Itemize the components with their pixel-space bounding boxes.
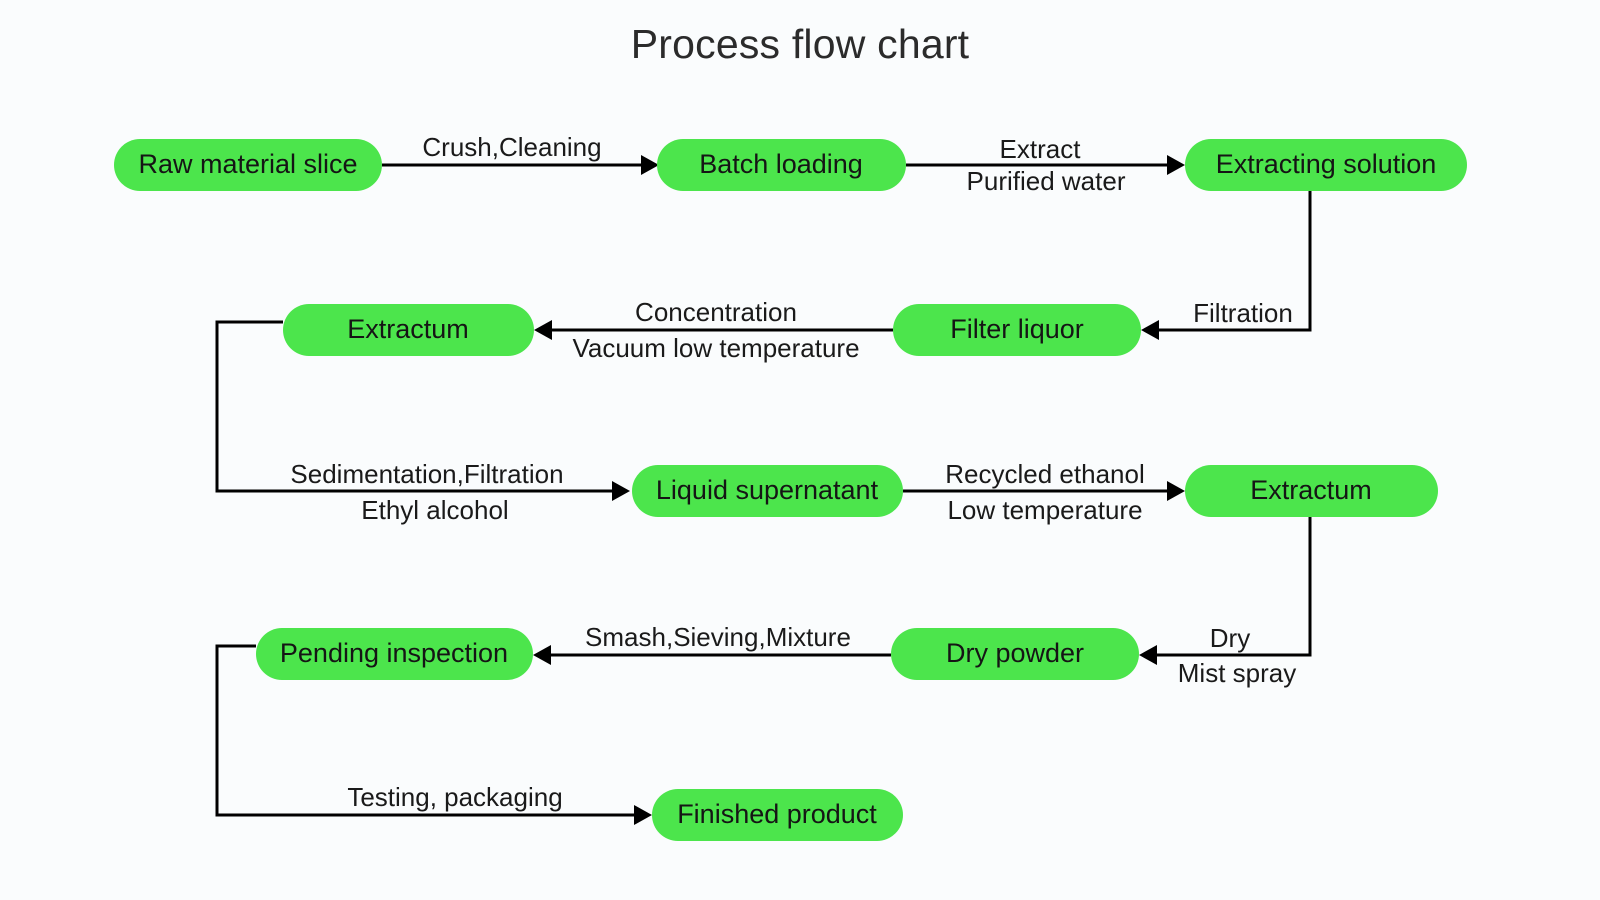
node-shape: [632, 465, 903, 517]
edge-line: [215, 644, 634, 817]
node-label: Liquid supernatant: [656, 475, 879, 505]
edge-line: [1157, 517, 1312, 657]
node-pending-inspection[interactable]: Pending inspection: [256, 628, 533, 680]
arrow-head-icon: [641, 155, 659, 175]
node-shape: [893, 304, 1141, 356]
arrow-head-icon: [612, 481, 630, 501]
arrow-head-icon: [534, 320, 552, 340]
page-title: Process flow chart: [630, 21, 970, 67]
edge-sedimentation-ethyl-alcohol: Sedimentation,Filtration Ethyl alcohol: [215, 320, 630, 525]
node-raw-material-slice[interactable]: Raw material slice: [114, 139, 382, 191]
edge-label-line2: Low temperature: [947, 495, 1142, 525]
arrow-head-icon: [1141, 320, 1159, 340]
edge-label-line1: Smash,Sieving,Mixture: [585, 622, 851, 652]
node-extractum-2[interactable]: Extractum: [1185, 465, 1438, 517]
arrow-head-icon: [1167, 481, 1185, 501]
edge-label-line1: Concentration: [635, 297, 797, 327]
edge-label-line1: Filtration: [1193, 298, 1293, 328]
node-shape: [652, 789, 903, 841]
node-label: Pending inspection: [280, 638, 508, 668]
node-label: Finished product: [677, 799, 877, 829]
arrow-head-icon: [634, 805, 652, 825]
node-label: Dry powder: [946, 638, 1084, 668]
node-shape: [1185, 465, 1438, 517]
edge-extract-purified-water: Extract Purified water: [906, 134, 1185, 196]
node-batch-loading[interactable]: Batch loading: [657, 139, 906, 191]
edge-label-line2: Purified water: [967, 166, 1126, 196]
edge-label-line1: Extract: [1000, 134, 1082, 164]
node-dry-powder[interactable]: Dry powder: [891, 628, 1139, 680]
edge-label-line2: Ethyl alcohol: [361, 495, 508, 525]
edge-filtration: Filtration: [1141, 191, 1312, 340]
arrow-head-icon: [1167, 155, 1185, 175]
node-label: Extractum: [347, 314, 469, 344]
edge-concentration-vacuum: Concentration Vacuum low temperature: [534, 297, 893, 363]
node-label: Extracting solution: [1216, 149, 1437, 179]
node-liquid-supernatant[interactable]: Liquid supernatant: [632, 465, 903, 517]
edge-line: [215, 320, 612, 493]
edge-dry-mist-spray: Dry Mist spray: [1139, 517, 1312, 688]
edge-recycled-ethanol-low-temp: Recycled ethanol Low temperature: [903, 459, 1185, 525]
edge-testing-packaging: Testing, packaging: [215, 644, 652, 825]
node-shape: [283, 304, 534, 356]
edge-line: [1159, 191, 1312, 332]
edge-label-line1: Crush,Cleaning: [422, 132, 601, 162]
node-label: Extractum: [1250, 475, 1372, 505]
arrow-head-icon: [1139, 645, 1157, 665]
edge-label-line1: Testing, packaging: [347, 782, 562, 812]
edge-label-line2: Vacuum low temperature: [572, 333, 859, 363]
node-shape: [657, 139, 906, 191]
node-shape: [114, 139, 382, 191]
node-shape: [891, 628, 1139, 680]
edge-label-line1: Recycled ethanol: [945, 459, 1144, 489]
node-finished-product[interactable]: Finished product: [652, 789, 903, 841]
edge-crush-cleaning: Crush,Cleaning: [382, 132, 659, 175]
node-shape: [1185, 139, 1467, 191]
node-label: Raw material slice: [138, 149, 357, 179]
edge-smash-sieving-mixture: Smash,Sieving,Mixture: [533, 622, 891, 665]
edge-label-line1: Dry: [1210, 623, 1250, 653]
node-label: Batch loading: [699, 149, 863, 179]
node-extractum-1[interactable]: Extractum: [283, 304, 534, 356]
node-label: Filter liquor: [950, 314, 1084, 344]
arrow-head-icon: [533, 645, 551, 665]
edge-label-line1: Sedimentation,Filtration: [290, 459, 563, 489]
node-extracting-solution[interactable]: Extracting solution: [1185, 139, 1467, 191]
node-shape: [256, 628, 533, 680]
node-filter-liquor[interactable]: Filter liquor: [893, 304, 1141, 356]
edge-label-line2: Mist spray: [1178, 658, 1296, 688]
